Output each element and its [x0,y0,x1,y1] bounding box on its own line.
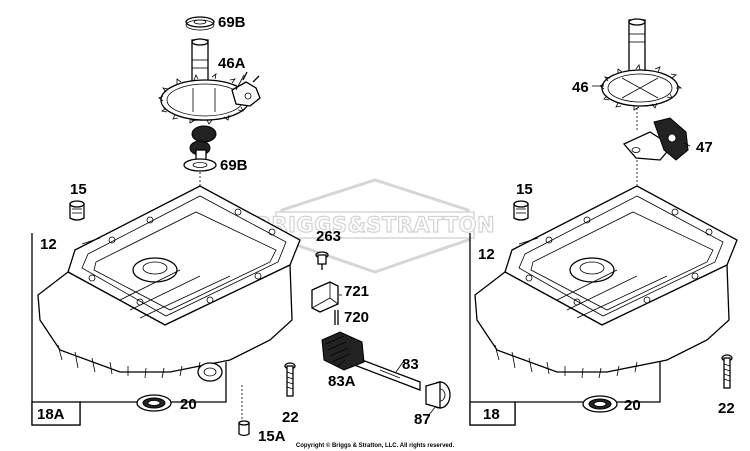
pin-720 [334,310,339,325]
label-15-left: 15 [70,181,87,198]
seal-87 [425,381,451,409]
label-20-left: 20 [180,396,197,413]
plug-15-left [69,200,85,221]
label-87: 87 [414,411,431,428]
governor-shaft-83 [321,331,421,391]
washer-69b-mid [183,158,217,190]
camshaft-46 [599,18,683,130]
label-83a: 83A [328,373,356,390]
label-box-18a [31,401,81,426]
plug-15-right [513,200,529,221]
label-720: 720 [344,309,369,326]
label-47: 47 [696,139,713,156]
washer-69b-top [185,16,215,31]
leader-lines [81,74,691,417]
label-69b-top: 69B [218,14,246,31]
label-12-left: 12 [40,236,57,253]
label-18: 18 [483,406,500,423]
compression-release-47 [622,117,689,185]
bolt-22-left [284,362,296,397]
oil-seal-20-left [136,394,172,412]
crankcase-cover-left [37,185,301,382]
label-721: 721 [344,283,369,300]
label-263: 263 [316,228,341,245]
label-15-right: 15 [516,181,533,198]
plug-15a [238,385,250,437]
label-box-18 [469,401,516,426]
right-assembly [469,18,738,426]
label-22-left: 22 [282,409,299,426]
label-18a: 18A [37,406,65,423]
label-46: 46 [572,79,589,96]
governor-parts [311,251,451,409]
label-83: 83 [402,356,419,373]
label-15a: 15A [258,428,286,445]
copyright-notice: Copyright © Briggs & Stratton, LLC. All … [296,442,455,449]
label-69b-mid: 69B [220,157,248,174]
label-12-right: 12 [478,246,495,263]
oil-seal-20-right [582,395,618,413]
crankcase-cover-right [474,185,738,379]
label-20-right: 20 [624,397,641,414]
briggs-stratton-watermark: BRIGGS&STRATTON [254,178,495,274]
bolt-22-right [721,354,733,389]
bracket-721 [311,281,339,313]
screw-263 [315,251,329,270]
label-22-right: 22 [718,400,735,417]
part-labels: 69B 46A 69B 15 12 18A 20 15A 22 263 721 … [37,14,735,445]
watermark-text: BRIGGS&STRATTON [255,213,495,237]
camshaft-46a [158,38,261,165]
label-46a: 46A [218,55,246,72]
left-assembly [31,16,301,437]
